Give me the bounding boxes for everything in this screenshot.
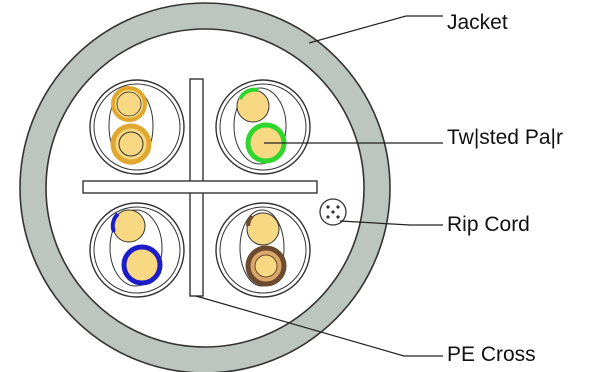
pair-blue bbox=[89, 202, 185, 298]
pair-orange bbox=[89, 79, 185, 175]
label-twisted-pair: Tw|sted Pa|r bbox=[447, 126, 563, 149]
conductor bbox=[111, 86, 147, 122]
conductor bbox=[121, 244, 163, 286]
leader-lines bbox=[195, 15, 443, 357]
leader-pe-cross bbox=[195, 295, 443, 357]
leader-rip-cord bbox=[339, 220, 443, 226]
label-pe-cross: PE Cross bbox=[447, 343, 536, 366]
leader-jacket bbox=[308, 15, 443, 44]
rip-cord bbox=[319, 198, 347, 226]
pair-brown bbox=[215, 202, 311, 298]
pe-cross bbox=[82, 78, 318, 297]
label-jacket: Jacket bbox=[447, 11, 508, 34]
conductor bbox=[246, 212, 280, 246]
conductor bbox=[110, 123, 152, 165]
pair-green bbox=[215, 79, 311, 175]
label-rip-cord: Rip Cord bbox=[447, 213, 530, 236]
